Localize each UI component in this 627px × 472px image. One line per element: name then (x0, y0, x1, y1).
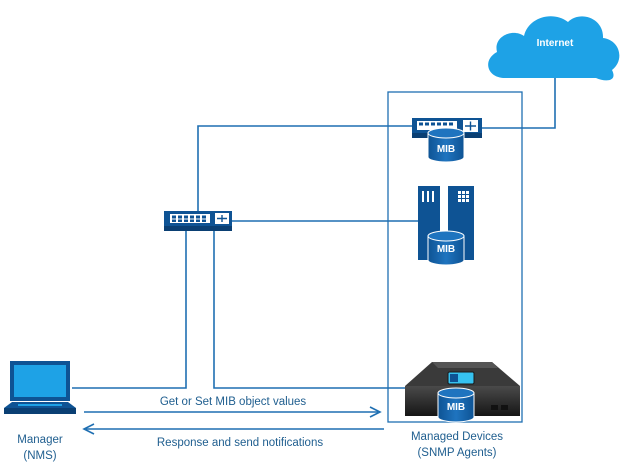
appliance-mib-database-icon (437, 387, 475, 423)
manager-label-line1: Manager (17, 434, 63, 446)
request-arrow (84, 406, 382, 418)
link-switch-to-laptop (72, 231, 187, 389)
network-switch-icon (164, 211, 232, 231)
response-arrow-label: Response and send notifications (157, 437, 323, 449)
server-mib-label: MIB (437, 244, 455, 255)
connection-lines (72, 78, 556, 389)
link-switch-to-appliance (213, 231, 405, 389)
link-router-to-internet (482, 78, 556, 129)
managed-devices-label-line1: Managed Devices (411, 431, 503, 443)
network-appliance-icon (405, 362, 520, 416)
link-switch-to-router (197, 125, 412, 211)
response-arrow (82, 423, 384, 435)
server-mib-database-icon (427, 230, 465, 266)
request-arrow-label: Get or Set MIB object values (160, 396, 307, 408)
router-mib-database-icon (427, 127, 465, 163)
manager-label-line2: (NMS) (23, 450, 56, 462)
internet-cloud-icon (488, 16, 620, 81)
laptop-icon (4, 361, 76, 414)
appliance-mib-label: MIB (447, 402, 465, 413)
managed-devices-label-line2: (SNMP Agents) (417, 447, 496, 459)
internet-label: Internet (537, 38, 574, 49)
router-mib-label: MIB (437, 144, 455, 155)
